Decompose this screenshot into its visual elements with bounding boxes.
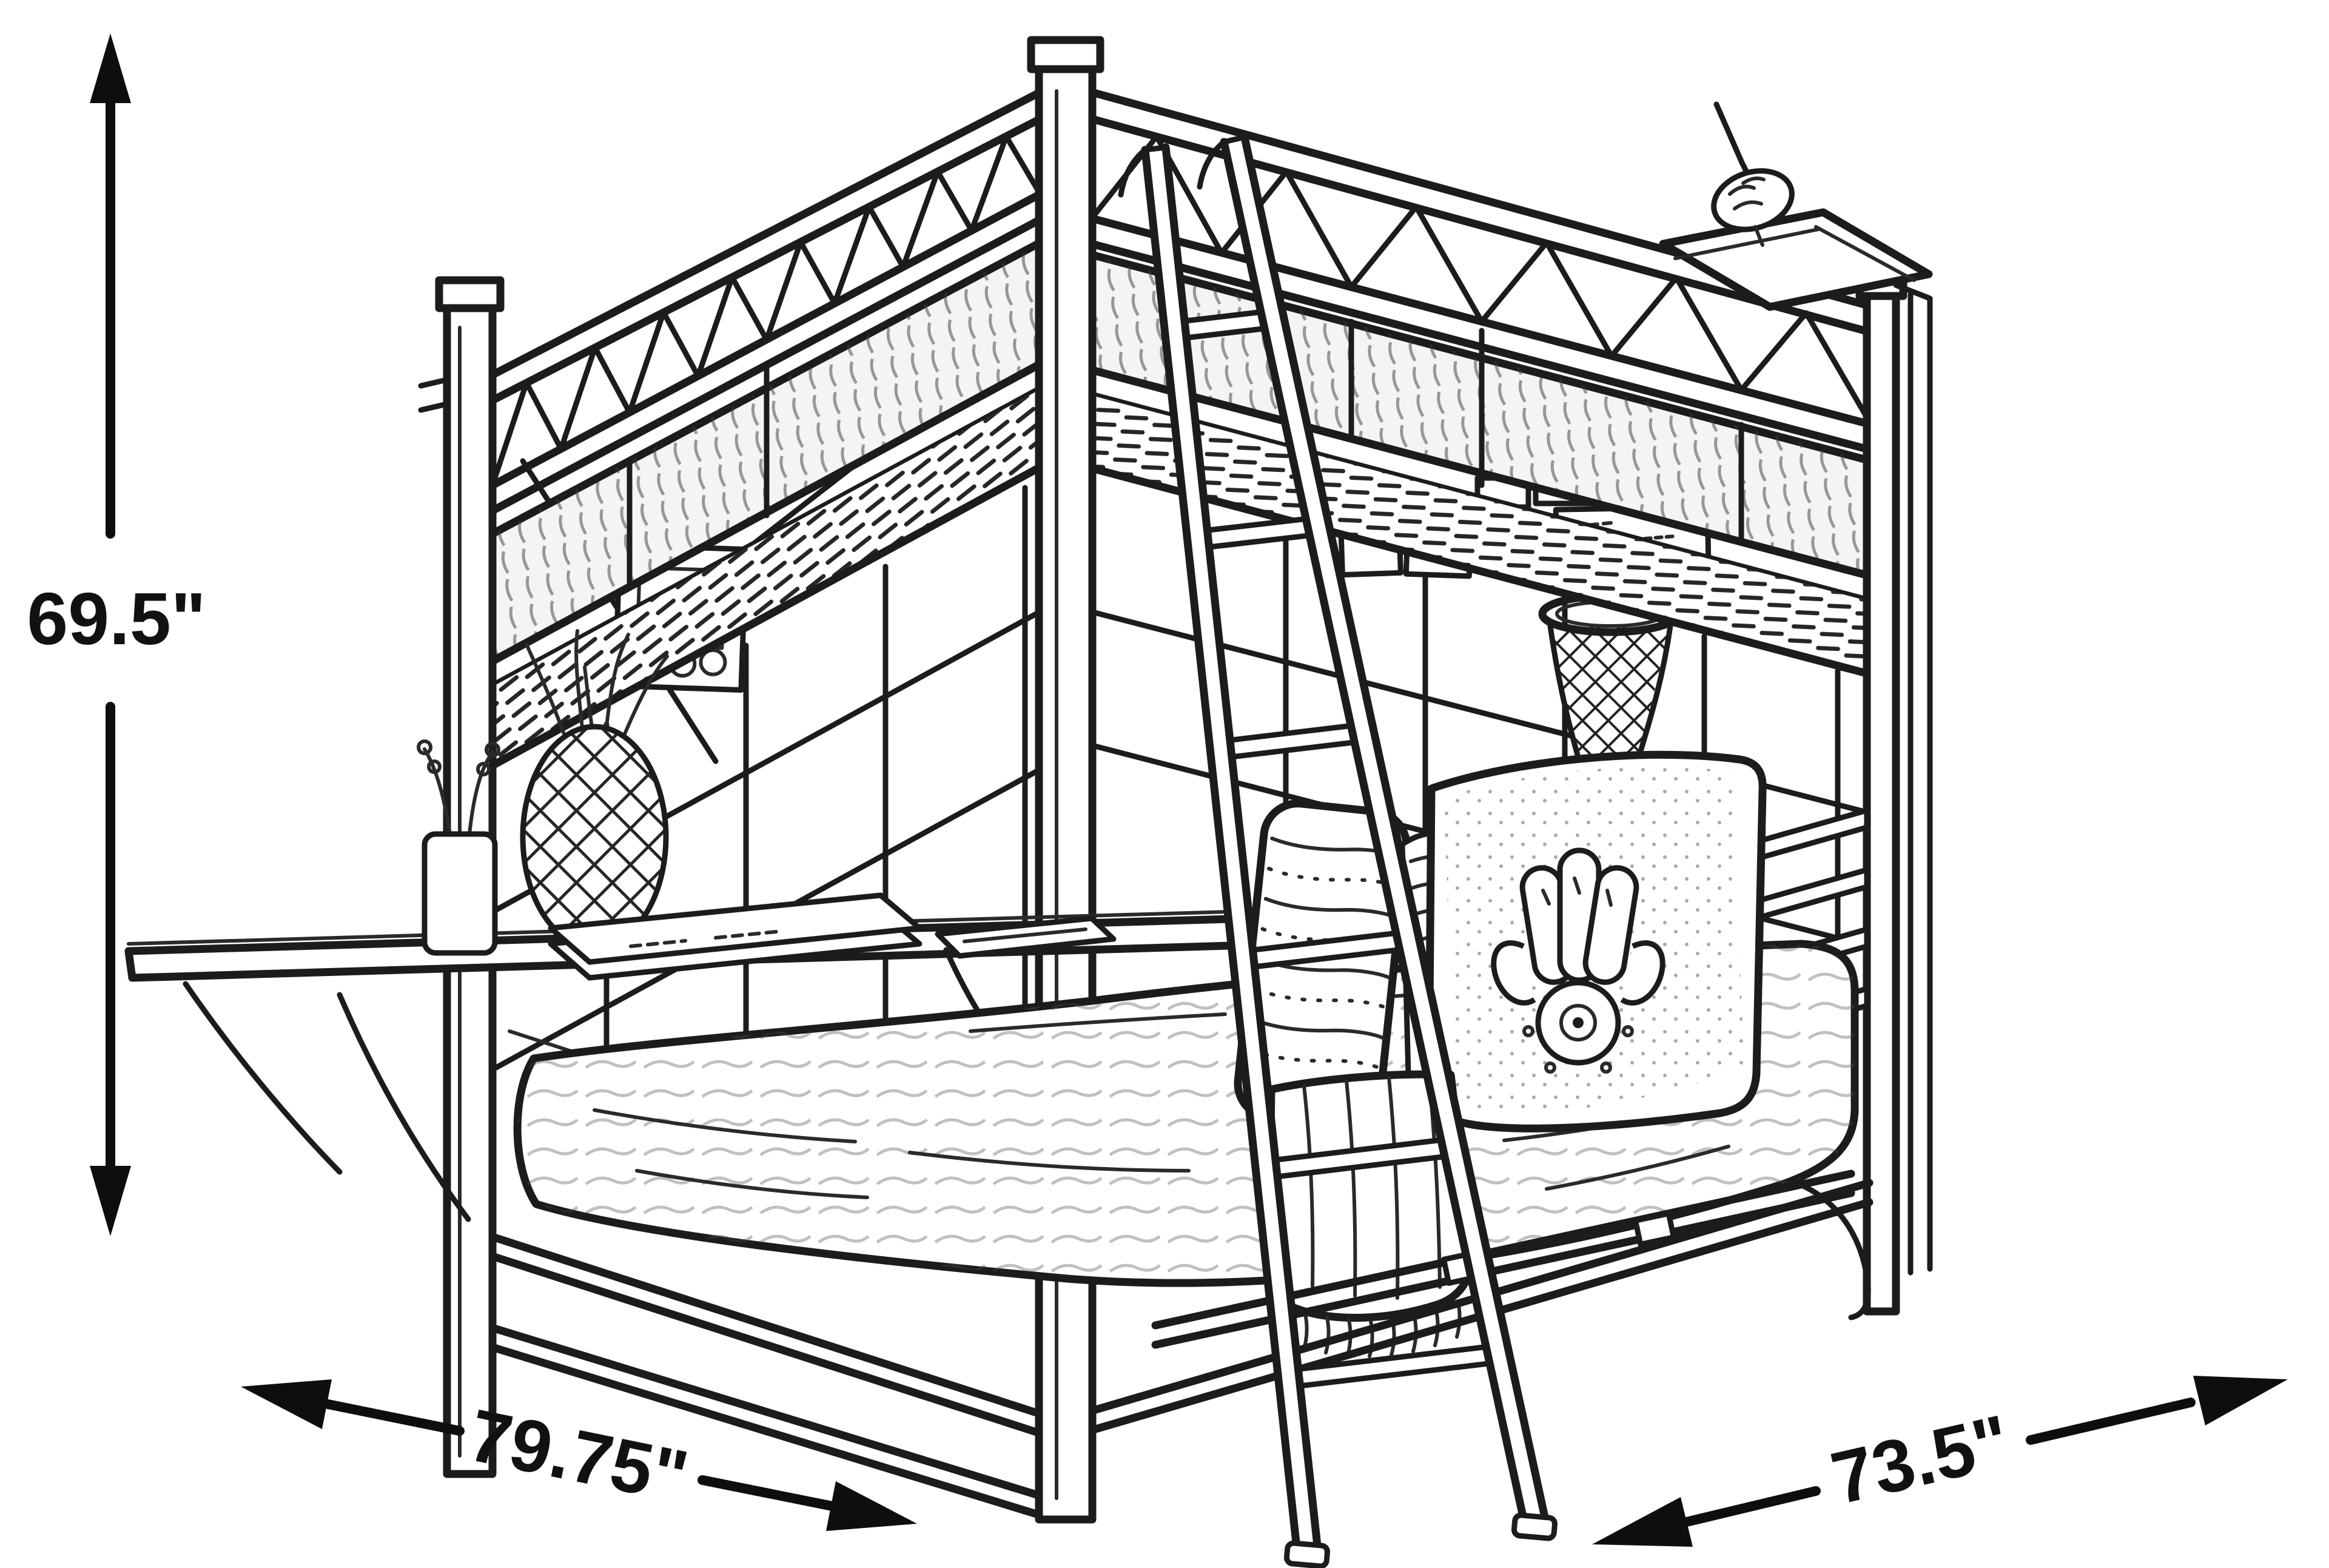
height-dimension-label: 69.5": [27, 577, 206, 660]
truss-guardrail-front: [488, 88, 1044, 515]
pineapple-decor: [520, 629, 669, 951]
top-bunk: [418, 88, 1875, 770]
depth-dimension-label: 73.5": [1824, 1399, 2017, 1520]
arrow-up-icon: [90, 33, 131, 103]
ladder-rail-left: [1118, 143, 1322, 1552]
guardrail-posts: [627, 318, 1744, 588]
length-dimension: 79.75": [241, 1379, 917, 1531]
arrow-upright-icon: [2193, 1376, 2288, 1425]
hamsa-hand-motif: [1491, 847, 1665, 1074]
ladder-feet: [1283, 1512, 1558, 1568]
clip-lamp: [1711, 101, 1795, 247]
arrow-downleft-icon: [1592, 1497, 1693, 1547]
ladder-rungs: [1172, 308, 1502, 1390]
attached-desk: [124, 629, 1380, 1222]
length-dimension-label: 79.75": [463, 1393, 695, 1518]
arrow-down-icon: [90, 1166, 131, 1236]
arrow-downright-icon: [826, 1481, 917, 1531]
height-dimension: 69.5": [27, 33, 206, 1236]
depth-dimension: 73.5": [1592, 1376, 2288, 1547]
ladder-rail-right: [1197, 133, 1549, 1526]
book-on-desk: [548, 892, 923, 981]
vase-decor: [417, 739, 500, 956]
post-back-right: [1855, 265, 1933, 1316]
base-rails: [490, 1179, 1874, 1519]
arrow-upleft-icon: [241, 1379, 332, 1429]
gadget-on-desk: [935, 915, 1117, 959]
ladder: [1118, 133, 1558, 1568]
hamsa-pillow: [1425, 750, 1767, 1132]
post-front-right: [1027, 36, 1104, 1524]
